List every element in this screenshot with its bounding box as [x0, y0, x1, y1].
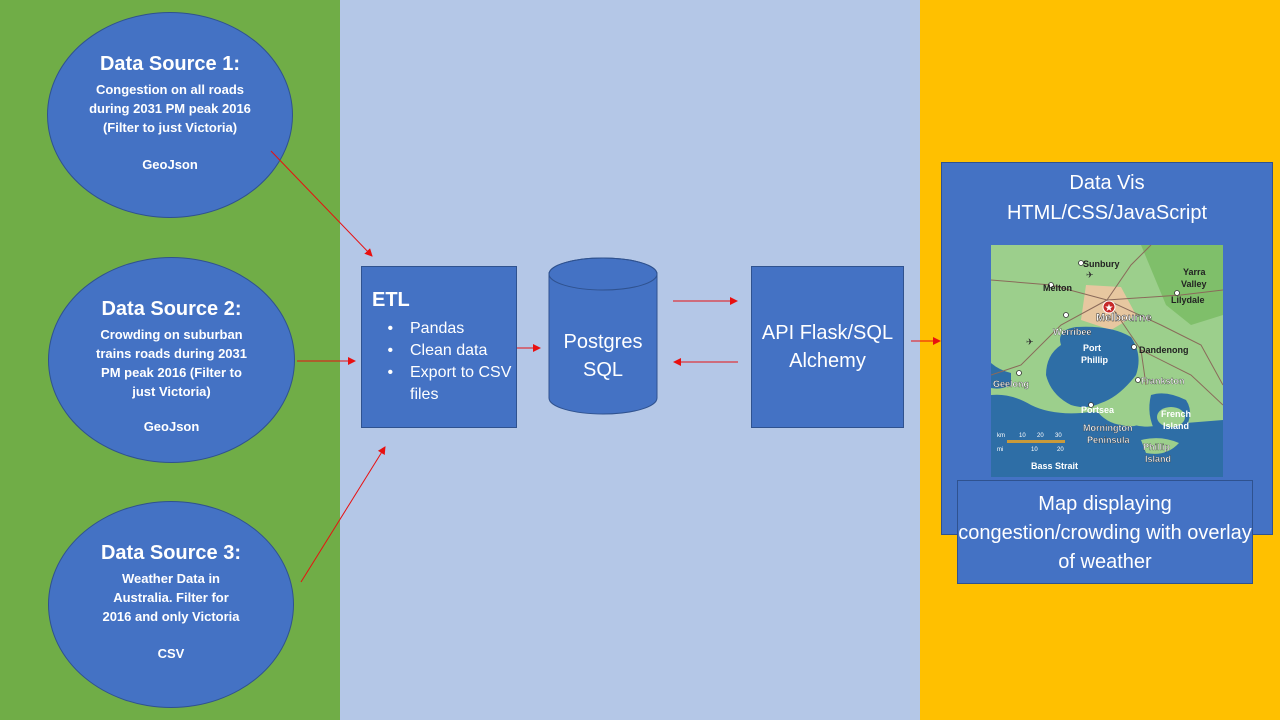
data-source-3-desc: Weather Data in Australia. Filter for 20…	[102, 571, 240, 624]
map-geelong-bay	[991, 363, 1011, 389]
scale-tick-label: 10	[1019, 433, 1026, 439]
map-label: Valley	[1181, 279, 1207, 289]
svg-text:★: ★	[1105, 303, 1114, 314]
map-label: Frankston	[1141, 376, 1185, 386]
scale-tick-label: 20	[1057, 447, 1064, 453]
etl-step: Export to CSV files	[402, 362, 516, 406]
database-label-line1: Postgres	[563, 331, 643, 353]
map-hills	[1141, 245, 1223, 325]
database-cylinder	[548, 257, 658, 415]
map-bay	[1046, 326, 1139, 408]
etl-steps: Pandas Clean data Export to CSV files	[372, 318, 516, 406]
map-label: Geelong	[993, 379, 1029, 389]
airport-icon: ✈	[1086, 270, 1094, 280]
database-label: Postgres SQL	[549, 328, 657, 384]
map-label: Sunbury	[1083, 259, 1120, 269]
data-vis-caption: Map displaying congestion/crowding with …	[958, 493, 1252, 573]
scale-tick-label: 20	[1037, 433, 1044, 439]
scale-tick-label: 10	[1031, 447, 1038, 453]
map-label: Werribee	[1053, 327, 1091, 337]
data-source-3-format: CSV	[157, 646, 185, 661]
map-label: Island	[1163, 421, 1189, 431]
melbourne-map: ★ ✈ ✈ Sunbury Yarra Valley Melton Lilyda…	[991, 245, 1223, 477]
map-label: Island	[1145, 454, 1171, 464]
data-source-3-title: Data Source 3:	[100, 542, 242, 564]
map-label: Port	[1083, 343, 1101, 353]
data-source-1: Data Source 1: Congestion on all roads d…	[47, 12, 293, 218]
map-label: Portsea	[1081, 405, 1115, 415]
data-source-2-title: Data Source 2:	[101, 298, 242, 320]
map-graphic: ★ ✈ ✈ Sunbury Yarra Valley Melton Lilyda…	[991, 245, 1223, 477]
etl-step: Pandas	[402, 318, 516, 340]
data-source-1-format: GeoJson	[142, 157, 198, 172]
api-box: API Flask/SQL Alchemy	[751, 266, 904, 428]
api-label-line2: Alchemy	[789, 350, 866, 372]
data-source-2-format: GeoJson	[143, 419, 200, 434]
etl-box: ETL Pandas Clean data Export to CSV file…	[361, 266, 517, 428]
map-label: French	[1161, 409, 1191, 419]
data-source-2: Data Source 2: Crowding on suburban trai…	[48, 257, 295, 463]
cylinder-top	[548, 257, 658, 291]
map-city-markers	[1016, 260, 1180, 408]
data-vis-title: Data Vis HTML/CSS/JavaScript	[941, 168, 1273, 228]
map-label: Melton	[1043, 283, 1072, 293]
map-scale-bar: km 10 20 30 mi 10 20	[997, 433, 1065, 453]
etl-step: Clean data	[402, 340, 516, 362]
data-vis-title-line2: HTML/CSS/JavaScript	[1006, 202, 1208, 224]
data-vis-title-line1: Data Vis	[1069, 172, 1145, 194]
scale-unit-km: km	[997, 433, 1005, 439]
map-label: Bass Strait	[1031, 461, 1078, 471]
data-vis-caption-box	[957, 480, 1253, 584]
map-french-island	[1157, 407, 1185, 427]
map-sea	[991, 394, 1223, 477]
scale-bar-line	[1007, 440, 1065, 443]
data-source-1-title: Data Source 1:	[99, 53, 241, 75]
map-label: Phillip	[1143, 442, 1171, 452]
scale-tick-label: 30	[1055, 433, 1062, 439]
data-source-1-desc: Congestion on all roads during 2031 PM p…	[89, 82, 251, 135]
map-label: Melbourne	[1096, 312, 1152, 324]
map-label: Phillip	[1081, 355, 1109, 365]
melbourne-star-icon: ★	[1102, 300, 1116, 314]
airport-icon: ✈	[1026, 337, 1034, 347]
database-label-line2: SQL	[582, 359, 624, 381]
map-label: Dandenong	[1139, 345, 1189, 355]
etl-title: ETL	[372, 289, 410, 311]
map-label: Lilydale	[1171, 295, 1205, 305]
map-label: Yarra	[1183, 267, 1207, 277]
data-source-2-desc: Crowding on suburban trains roads during…	[96, 327, 247, 399]
map-peninsula	[1096, 385, 1149, 427]
api-label-line1: API Flask/SQL	[761, 322, 894, 344]
map-label: Peninsula	[1087, 435, 1131, 445]
data-source-3: Data Source 3: Weather Data in Australia…	[48, 501, 294, 708]
scale-unit-mi: mi	[997, 447, 1003, 453]
map-label: Mornington	[1083, 423, 1132, 433]
map-phillip-island	[1141, 438, 1179, 454]
